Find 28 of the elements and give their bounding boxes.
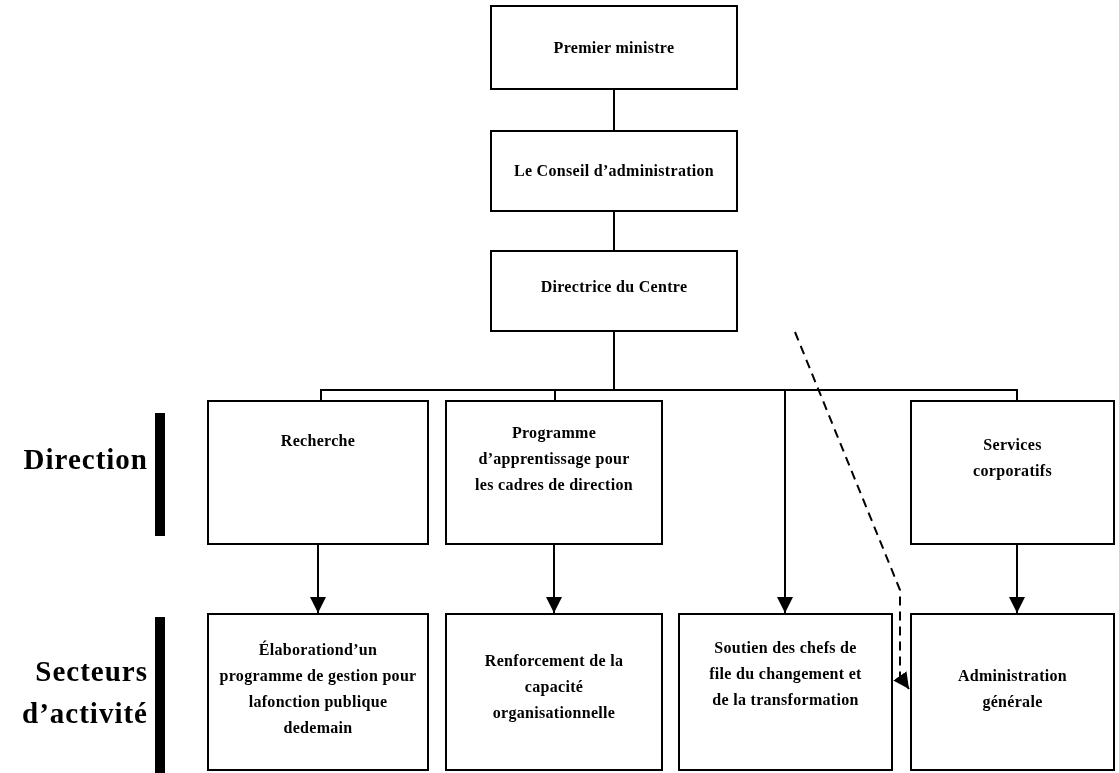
box-label: Recherche [280,431,356,451]
box-label: Programme d’apprentissage pour les cadres de direction [474,423,634,495]
arrow [310,544,326,614]
box-label: Services corporatifs [972,435,1053,482]
org-box [490,130,738,212]
box-label: Administration générale [956,666,1069,713]
org-box [490,250,738,332]
connector-line [613,89,615,131]
box-label: Premier ministre [553,37,675,58]
box-label: Soutien des chefs de file du changement et de la transformation [708,638,863,710]
org-box [678,613,893,771]
org-box [445,400,663,545]
org-box [207,400,429,545]
org-box [910,400,1115,545]
org-box [445,613,663,771]
arrow [546,544,562,614]
org-box [910,613,1115,771]
section-label: Secteurs d’activité [21,654,148,731]
connector-line [613,211,615,251]
arrow [1009,544,1025,614]
arrow [794,331,910,690]
box-label: Renforcement de la capacité organisationnelle [483,651,625,724]
box-label: Élaborationd’un programme de gestion pour lafonction publique dedemain [218,639,418,738]
box-label: Directrice du Centre [540,277,688,297]
org-box [490,5,738,90]
box-label: Le Conseil d’administration [513,161,715,181]
section-label: Direction [22,442,148,477]
org-box [207,613,429,771]
